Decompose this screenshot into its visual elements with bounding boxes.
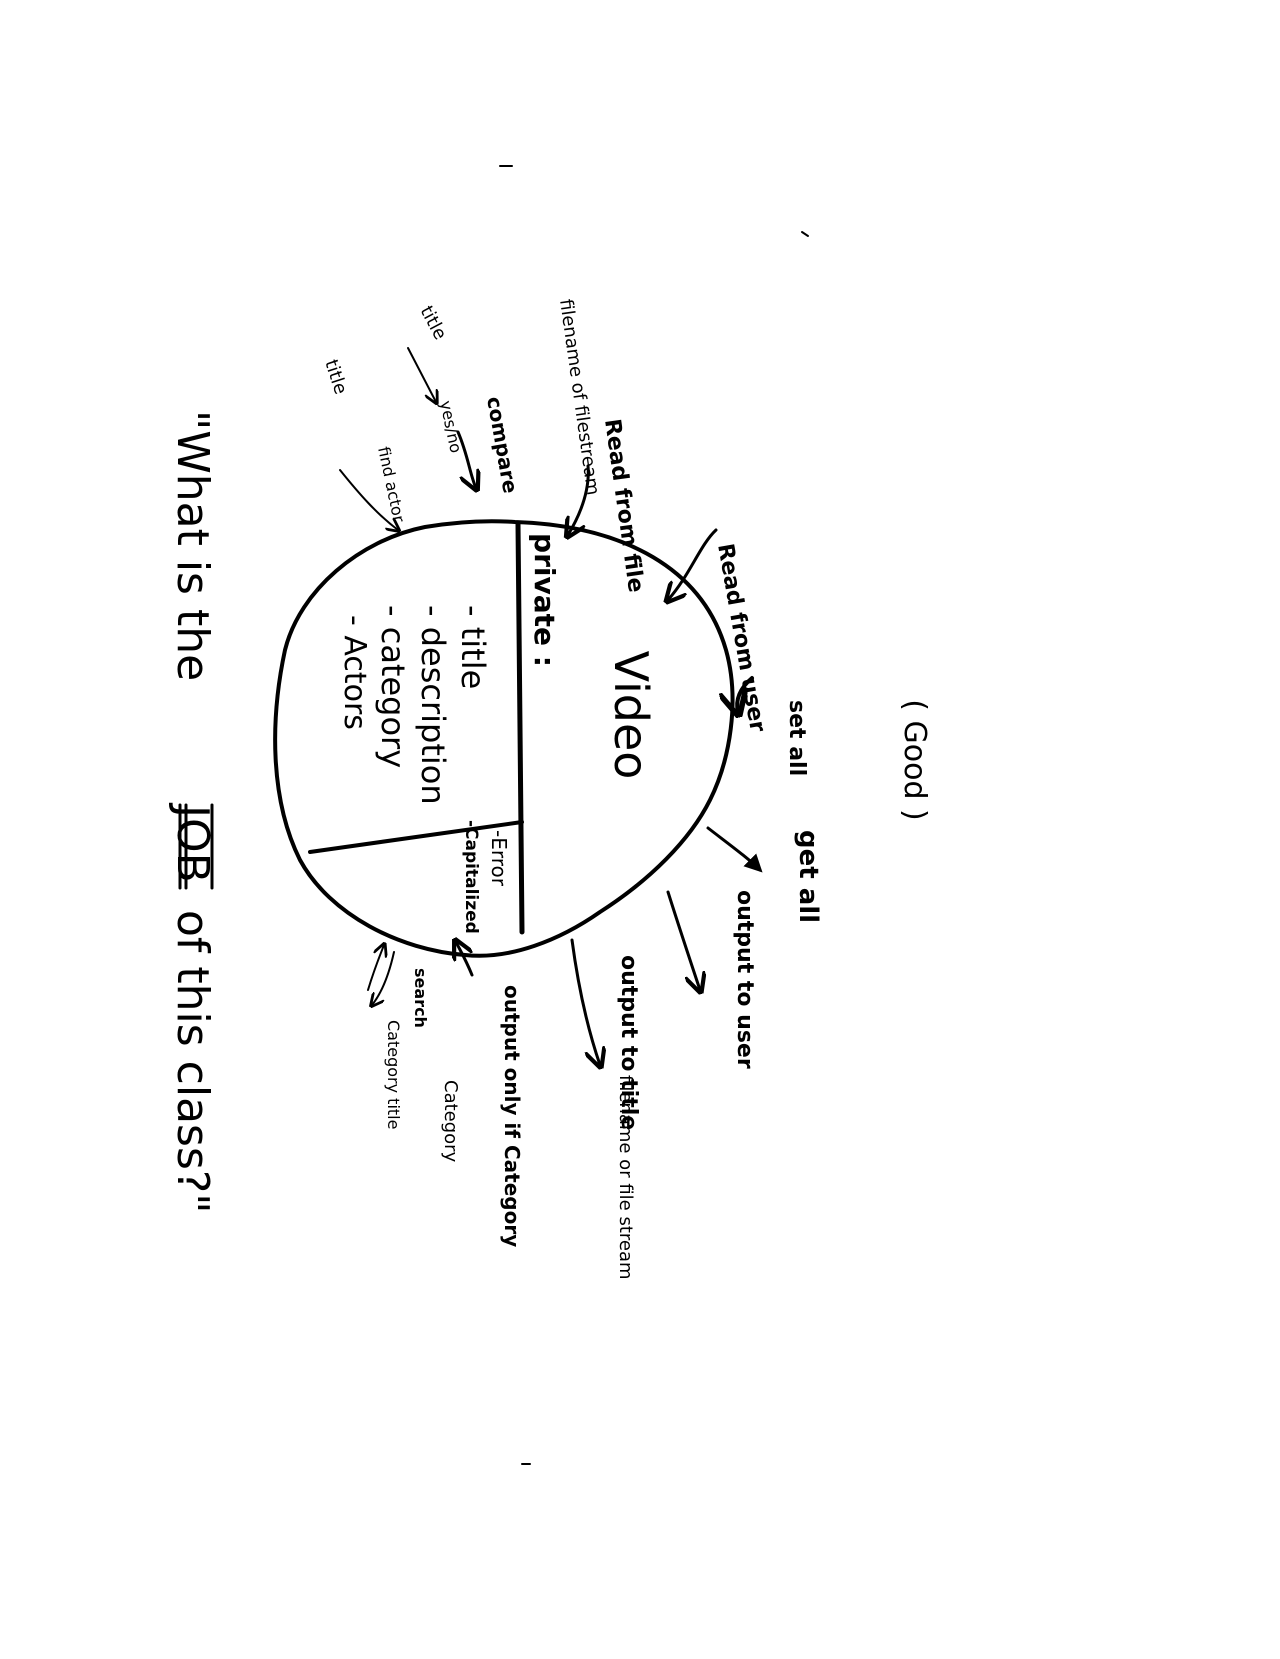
param-compare: title	[416, 302, 451, 343]
method-label: output only if Category	[500, 985, 524, 1247]
return-compare: yes/no	[436, 399, 466, 455]
method-label: output to title	[616, 955, 641, 1130]
private-divider	[515, 521, 525, 935]
method-param: filename or file stream	[615, 1075, 636, 1280]
member-category: - category	[374, 605, 412, 768]
param-read-from-file: filename of filestream	[555, 298, 603, 497]
arrow-output-to-title	[570, 938, 600, 1065]
member-text: - category	[374, 605, 412, 768]
question: "What is the JOB of this class?"	[167, 410, 218, 1214]
arrow-read-from-user	[668, 528, 718, 600]
arrow-get-all	[706, 826, 763, 873]
question-emphasis: JOB	[167, 802, 218, 883]
partition-line	[308, 820, 524, 854]
note-good: ( Good )	[897, 699, 932, 820]
private-label-text: private :	[528, 533, 561, 667]
member-description: - description	[414, 605, 452, 805]
method-param: filename of filestream	[555, 298, 603, 497]
private-label: private :	[528, 533, 561, 667]
arrow-compare-param	[407, 347, 436, 402]
member-actors: - Actors	[337, 615, 372, 730]
method-param: title	[320, 357, 351, 397]
method-find-actor: find actor	[374, 445, 409, 524]
method-label: get all	[793, 830, 823, 923]
method-output-to-user: output to user	[732, 890, 757, 1069]
param-output-to-title: filename or file stream	[615, 1075, 636, 1280]
arrow-output-only-if	[456, 942, 474, 977]
param-find-actor: title	[320, 357, 351, 397]
arrow-find-actor	[339, 469, 398, 530]
method-get-all: get all	[793, 830, 823, 923]
arrow-set-all	[737, 676, 754, 712]
note-text: ( Good )	[897, 699, 932, 820]
method-search: search	[411, 968, 430, 1028]
side-member-text: -Error	[487, 830, 511, 887]
side-member-text: -Capitalized	[461, 820, 481, 934]
class-name-text: Video	[604, 651, 658, 780]
question-after: of this class?"	[167, 910, 218, 1214]
method-return: yes/no	[436, 399, 466, 455]
question-before: "What is the	[167, 410, 218, 681]
arrow-search-in	[367, 945, 384, 991]
member-text: - description	[414, 605, 452, 805]
arrow-read-from-file	[568, 464, 590, 535]
method-set-all: set all	[784, 700, 809, 776]
side-member-capitalized: -Capitalized	[461, 820, 481, 934]
method-output-only-if: output only if Category	[500, 985, 524, 1247]
method-read-from-file: Read from file	[599, 417, 648, 594]
method-output-to-title: output to title	[616, 955, 641, 1130]
member-title: - title	[454, 605, 492, 689]
method-label: Read from file	[599, 417, 648, 594]
method-label: find actor	[374, 445, 409, 524]
scan-mark	[801, 231, 809, 237]
arrow-compare-in	[456, 430, 476, 488]
method-label: output to user	[732, 890, 757, 1069]
method-label: search	[411, 968, 430, 1028]
member-text: - Actors	[337, 615, 372, 730]
method-label: compare	[482, 395, 523, 495]
param-search: Category title	[384, 1020, 403, 1129]
method-param: Category	[440, 1080, 461, 1163]
method-param: Category title	[384, 1020, 403, 1129]
class-name: Video	[604, 651, 658, 780]
method-param: title	[416, 302, 451, 343]
side-member-error: -Error	[487, 830, 511, 887]
arrow-output-to-user	[666, 890, 700, 990]
member-text: - title	[454, 605, 492, 689]
param-output-only-if: Category	[440, 1080, 461, 1163]
arrow-search-out	[372, 951, 395, 1005]
class-circle	[273, 519, 735, 958]
method-compare: compare	[482, 395, 523, 495]
method-label: set all	[784, 700, 809, 776]
